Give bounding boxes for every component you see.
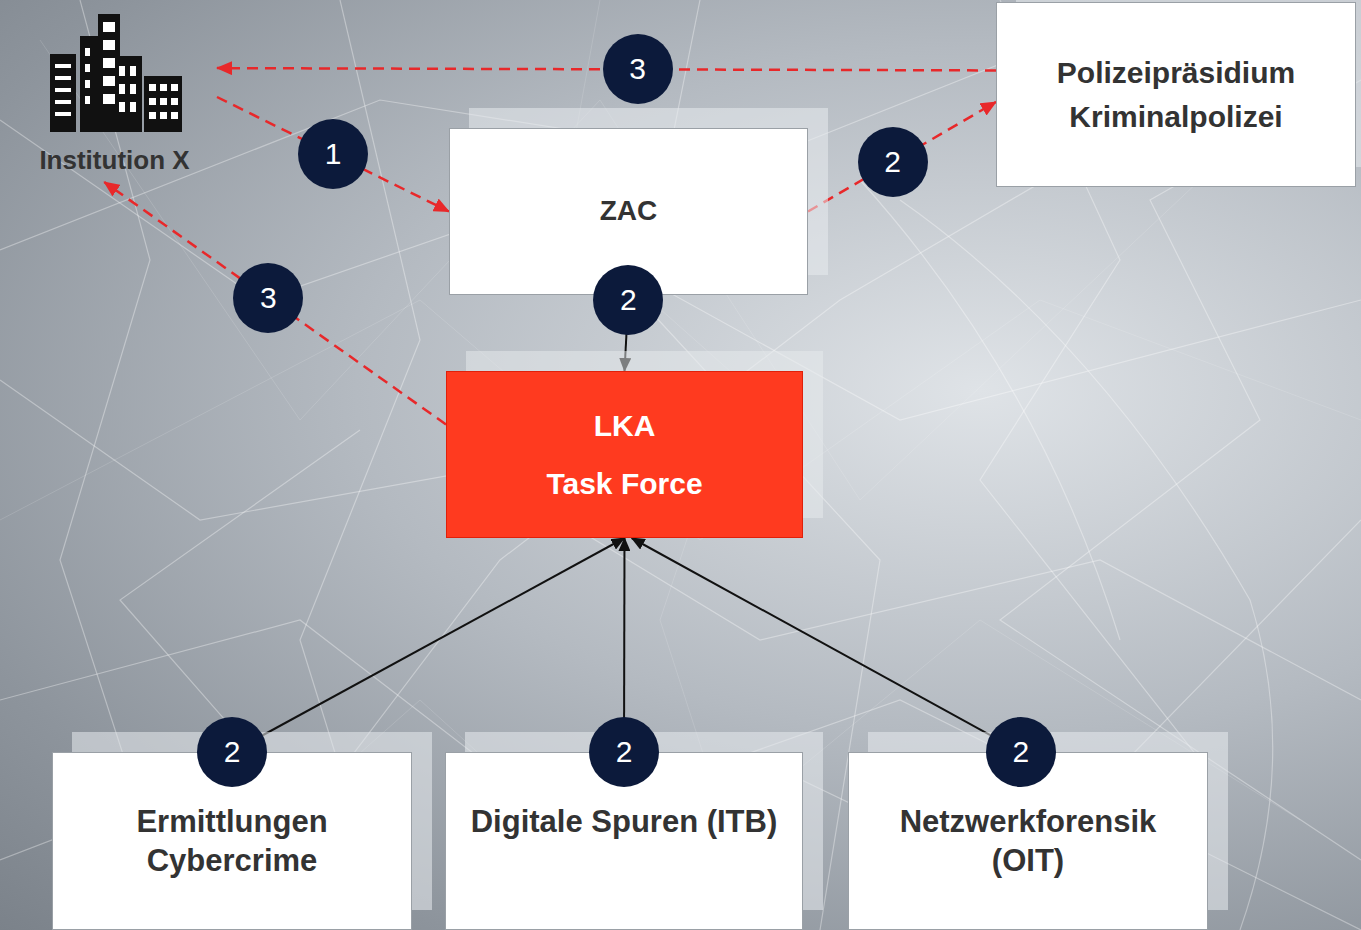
- solid-arrow: [232, 538, 625, 752]
- callout-number: 3: [629, 54, 646, 84]
- node-text: Digitale Spuren (ITB): [471, 803, 778, 842]
- unit-box: Netzwerkforensik (OIT): [848, 752, 1208, 930]
- dashed-arrow: [104, 182, 446, 424]
- dashed-arrow: [217, 97, 449, 212]
- callout-number: 2: [884, 147, 901, 177]
- dashed-arrow: [217, 68, 996, 70]
- node-text: Institution X: [39, 145, 189, 176]
- unit-box: Ermittlungen Cybercrime: [52, 752, 412, 930]
- callout-circle: 2: [858, 127, 928, 197]
- node-text: LKA: [594, 407, 656, 445]
- building-icon: [50, 14, 182, 132]
- task-force-box: LKA Task Force: [446, 371, 803, 538]
- node-text: Ermittlungen Cybercrime: [69, 803, 395, 881]
- process-box: ZAC: [449, 128, 808, 295]
- dashed-arrow: [808, 102, 996, 212]
- node-text: Task Force: [546, 465, 702, 503]
- callout-number: 3: [260, 283, 277, 313]
- node-text: Netzwerkforensik (OIT): [865, 803, 1191, 881]
- callout-number: 1: [325, 139, 342, 169]
- callout-circle: 1: [298, 119, 368, 189]
- node-text: Polizeipräsidium Kriminalpolizei: [1013, 51, 1339, 138]
- process-box: Polizeipräsidium Kriminalpolizei: [996, 2, 1356, 187]
- institution-node: Institution X: [12, 12, 217, 182]
- solid-arrow: [623, 538, 626, 752]
- callout-circle: 3: [233, 263, 303, 333]
- callout-circle: 3: [603, 34, 673, 104]
- unit-box: Digitale Spuren (ITB): [445, 752, 803, 930]
- solid-arrow: [625, 295, 629, 371]
- solid-arrow: [632, 538, 1021, 752]
- node-text: ZAC: [600, 191, 658, 232]
